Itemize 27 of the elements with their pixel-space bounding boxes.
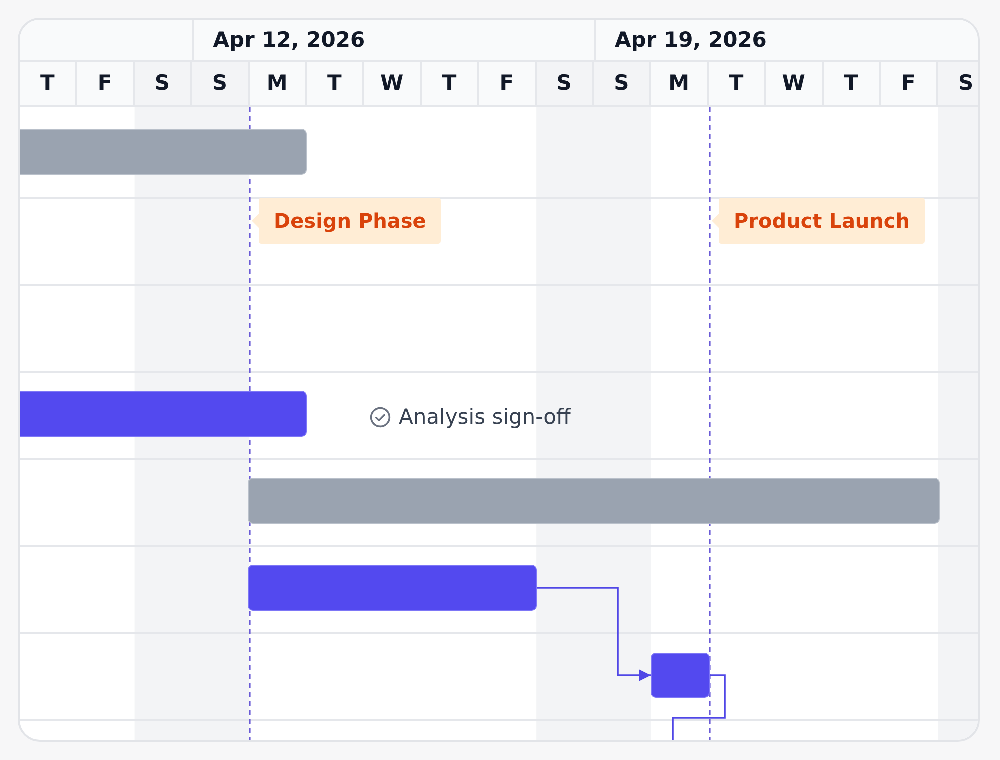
weekday-header: M bbox=[651, 60, 709, 107]
weekday-header: T bbox=[824, 60, 881, 107]
weekday-header: F bbox=[479, 60, 537, 107]
weekday-header: T bbox=[307, 60, 364, 107]
weekday-header: T bbox=[708, 60, 766, 107]
weekday-header: T bbox=[20, 60, 78, 107]
weekday-header: F bbox=[77, 60, 135, 107]
dependency-arrow bbox=[537, 587, 651, 682]
weekday-header: S bbox=[134, 60, 192, 107]
weekday-header: F bbox=[881, 60, 938, 107]
weekday-header: T bbox=[422, 60, 480, 107]
weekday-header: S bbox=[192, 60, 250, 107]
weekday-header: W bbox=[766, 60, 824, 107]
summary-bar bbox=[20, 129, 307, 175]
marker-flag: Product Launch bbox=[712, 198, 926, 244]
task-bar bbox=[248, 565, 537, 611]
marker-flag: Design Phase bbox=[252, 198, 442, 244]
weekday-header: M bbox=[250, 60, 307, 107]
task-bar bbox=[20, 391, 307, 437]
weekday-header: S bbox=[594, 60, 652, 107]
milestone-label: Analysis sign-off bbox=[399, 404, 571, 431]
weekday-header: W bbox=[364, 60, 422, 107]
dependency-line bbox=[672, 674, 726, 740]
weekday-header: S bbox=[938, 60, 978, 107]
summary-bar bbox=[248, 478, 940, 524]
task-bar bbox=[651, 653, 710, 698]
weekday-header: S bbox=[536, 60, 594, 107]
